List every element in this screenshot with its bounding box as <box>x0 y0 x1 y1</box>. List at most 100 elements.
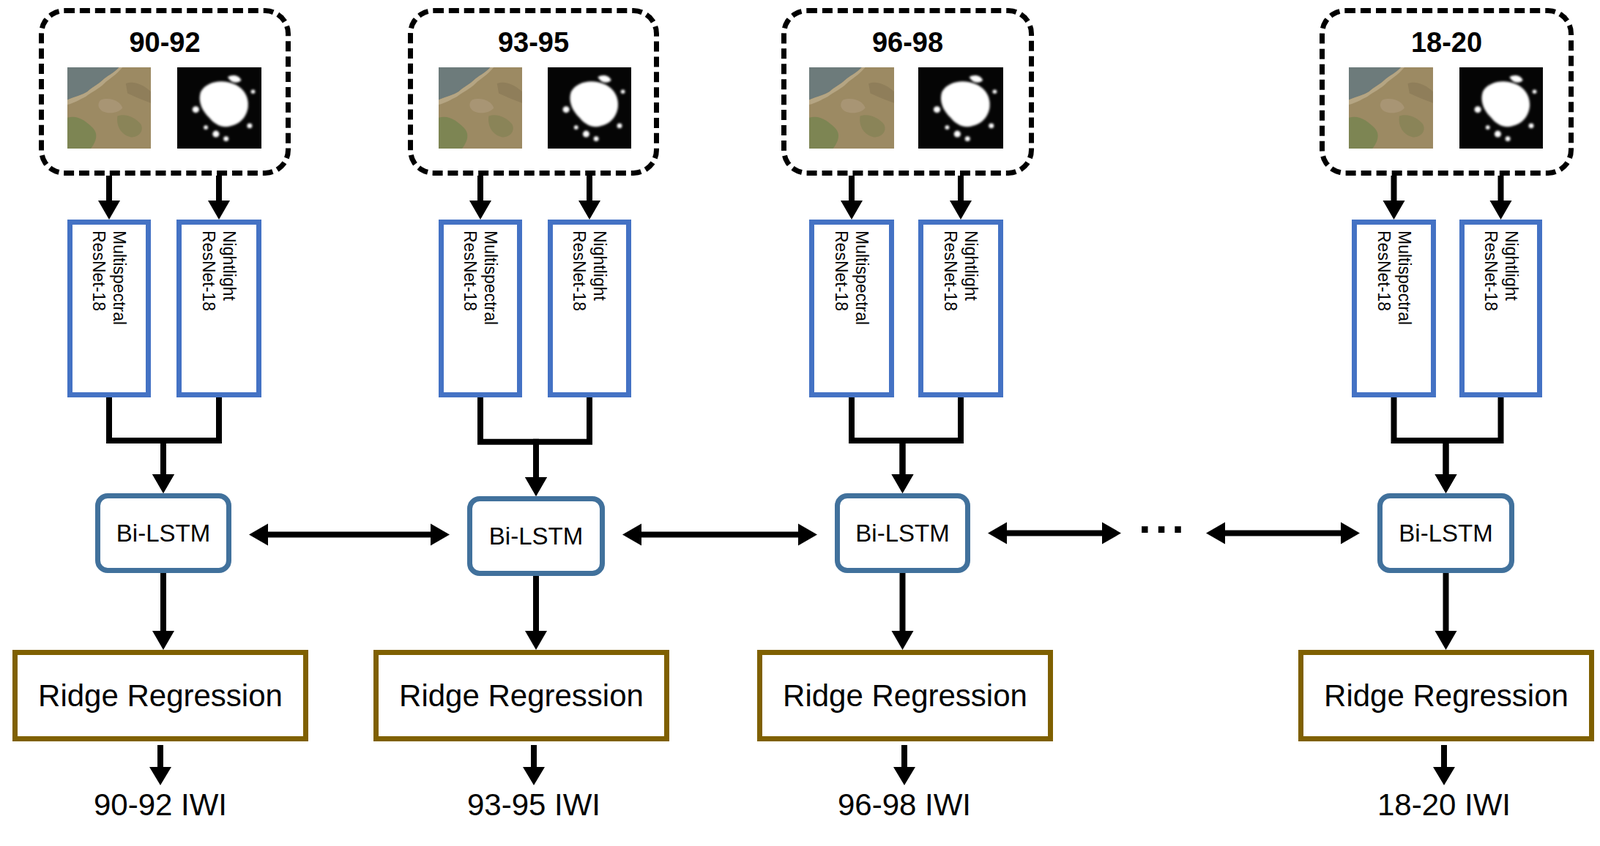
arrow-head <box>152 631 175 651</box>
connector-arrow <box>1383 175 1406 220</box>
output-label: 96-98 IWI <box>837 787 971 824</box>
connector-line <box>1498 175 1505 203</box>
arrow-head <box>248 524 269 547</box>
connector-arrow <box>469 175 492 220</box>
arrow-head <box>1102 522 1122 545</box>
connector-line <box>160 573 167 634</box>
resnet-encoder: Multispectral ResNet-18 <box>809 219 895 398</box>
arrow-head <box>430 524 450 547</box>
arrow-head <box>1435 631 1458 651</box>
connector-arrow <box>525 576 548 651</box>
arrow-head <box>1383 200 1406 220</box>
arrow-head <box>1206 522 1226 545</box>
multispectral-image <box>1348 67 1434 149</box>
cell-label: Bi-LSTM <box>1398 519 1493 549</box>
arrow-head <box>840 200 863 220</box>
arrow-head <box>1490 200 1513 220</box>
connector-line <box>899 573 906 634</box>
connector-line <box>1391 175 1398 203</box>
arrow-head <box>578 200 601 220</box>
output-label: 18-20 IWI <box>1377 787 1511 824</box>
arrow-head <box>891 474 914 494</box>
connector-line <box>957 175 964 203</box>
connector-line <box>106 175 113 203</box>
connector-line <box>1222 530 1343 537</box>
arrow-head <box>987 522 1007 545</box>
ridge-regression-box: Ridge Regression <box>1298 650 1595 742</box>
connector-line <box>1004 530 1105 537</box>
output-arrow <box>149 745 1456 786</box>
arrow-head <box>1340 522 1360 545</box>
connector-arrow <box>98 175 121 220</box>
encoder-label: Nightlight ResNet-18 <box>1480 230 1522 341</box>
connector-line <box>109 397 164 477</box>
ridge-regression-box: Ridge Regression <box>373 650 670 742</box>
connector-line <box>477 175 484 203</box>
resnet-encoder: Nightlight ResNet-18 <box>1459 219 1543 398</box>
output-arrow-head <box>1433 767 1456 786</box>
connector-arrow <box>207 175 230 220</box>
connector-line <box>586 175 593 203</box>
input-group: 96-98 <box>781 8 1034 176</box>
group-title: 90-92 <box>43 26 286 59</box>
encoder-label: Multispectral ResNet-18 <box>459 230 501 341</box>
resnet-encoder: Multispectral ResNet-18 <box>1351 219 1436 398</box>
connector-arrow <box>891 573 914 651</box>
connector-arrow <box>152 397 219 494</box>
output-arrow-shaft <box>530 745 537 769</box>
bilstm-cell: Bi-LSTM <box>95 493 232 574</box>
group-title: 18-20 <box>1324 26 1569 59</box>
multispectral-image <box>809 67 895 149</box>
nightlight-image <box>547 67 632 149</box>
encoder-label: Multispectral ResNet-18 <box>1373 230 1415 341</box>
resnet-encoder: Multispectral ResNet-18 <box>67 219 151 398</box>
output-arrow-shaft <box>901 745 908 769</box>
regressor-label: Ridge Regression <box>1323 678 1569 714</box>
regressor-label: Ridge Regression <box>38 678 283 714</box>
nightlight-image <box>918 67 1004 149</box>
arrow-head <box>891 631 914 651</box>
arrow-head <box>98 200 121 220</box>
output-arrow-shaft <box>1441 745 1447 769</box>
arrow-head <box>622 524 642 547</box>
connector-line <box>536 397 590 480</box>
connector-arrow <box>949 175 972 220</box>
bilstm-cell: Bi-LSTM <box>1377 493 1515 574</box>
output-label: 90-92 IWI <box>93 787 228 824</box>
encoder-label: Nightlight ResNet-18 <box>198 230 240 341</box>
resnet-encoder: Nightlight ResNet-18 <box>918 219 1004 398</box>
arrow-head <box>1435 474 1458 494</box>
cell-label: Bi-LSTM <box>855 519 950 549</box>
cell-label: Bi-LSTM <box>116 519 211 549</box>
connector-line <box>1443 573 1450 634</box>
connector-line <box>902 397 962 477</box>
arrow-head <box>525 631 548 651</box>
connector-line <box>265 532 433 539</box>
input-group: 18-20 <box>1319 8 1574 176</box>
connector-arrow <box>525 397 590 497</box>
encoder-label: Nightlight ResNet-18 <box>568 230 610 341</box>
multispectral-image <box>438 67 523 149</box>
connector-line <box>163 397 219 477</box>
arrow-head <box>525 477 548 497</box>
output-arrow-head <box>522 767 545 786</box>
connector-arrow <box>1435 573 1458 651</box>
output-arrow-shaft <box>157 745 164 769</box>
bilstm-cell: Bi-LSTM <box>467 496 605 577</box>
connector-arrow <box>248 524 450 547</box>
arrow-head <box>525 477 548 497</box>
regressor-label: Ridge Regression <box>399 678 644 714</box>
input-group: 93-95 <box>407 8 660 176</box>
output-arrow-head <box>893 767 916 786</box>
ellipsis: ... <box>1135 496 1192 541</box>
resnet-encoder: Nightlight ResNet-18 <box>176 219 262 398</box>
connector-line <box>848 175 855 203</box>
connector-arrow <box>840 175 863 220</box>
arrow-head <box>152 474 175 494</box>
arrow-head <box>469 200 492 220</box>
connector-arrow <box>152 573 175 651</box>
encoder-label: Multispectral ResNet-18 <box>88 230 130 341</box>
connector-line <box>480 397 537 480</box>
group-title: 96-98 <box>786 26 1029 59</box>
arrow-head <box>798 524 818 547</box>
